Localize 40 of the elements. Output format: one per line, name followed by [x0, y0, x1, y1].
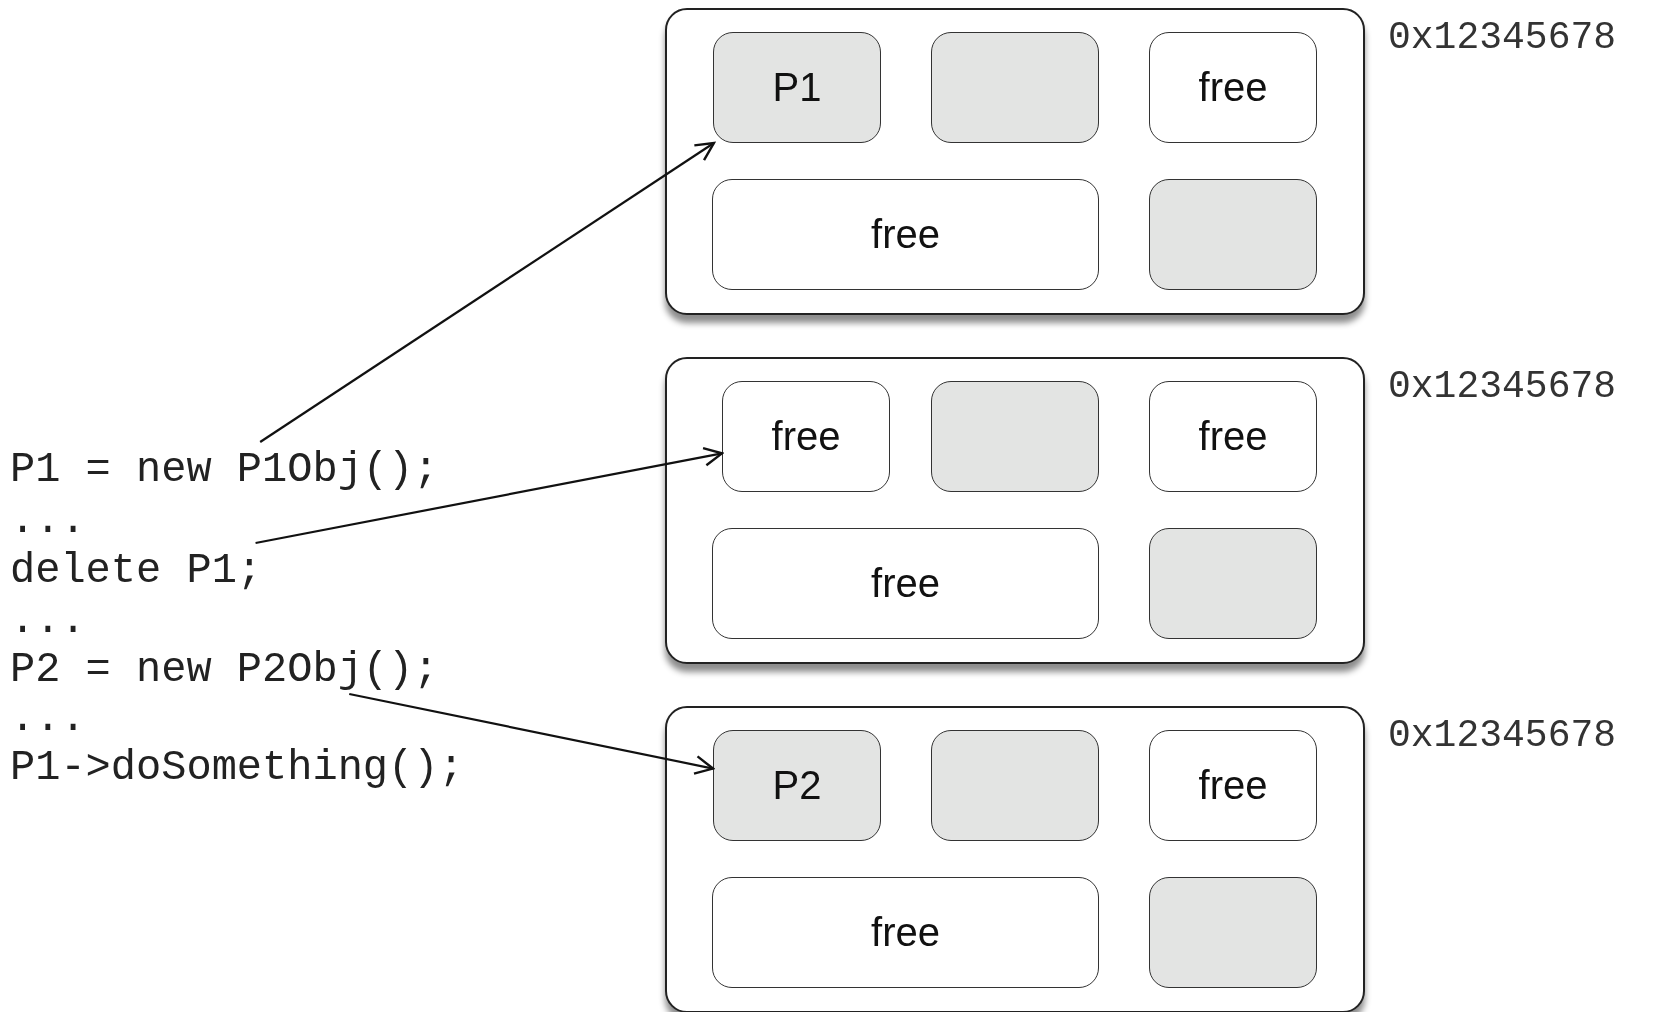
arrow	[349, 692, 715, 775]
memory-slot	[931, 381, 1099, 492]
code-line: P1 = new P1Obj();	[10, 446, 439, 494]
code-line: delete P1;	[10, 547, 263, 595]
address-label: 0x12345678	[1388, 714, 1617, 757]
slot-label: P1	[772, 65, 822, 110]
memory-slot	[712, 528, 1099, 639]
memory-slot	[1149, 32, 1317, 143]
memory-slot	[1149, 730, 1317, 841]
address-label: 0x12345678	[1388, 365, 1617, 408]
address-label: 0x12345678	[1388, 16, 1617, 59]
slot-label: free	[1198, 414, 1268, 459]
memory-block	[665, 357, 1365, 664]
memory-slot	[713, 32, 881, 143]
memory-block	[665, 706, 1365, 1012]
memory-slot	[931, 32, 1099, 143]
code-line: ...	[10, 597, 86, 645]
slot-label: free	[771, 414, 841, 459]
memory-slot	[1149, 381, 1317, 492]
memory-slot	[1149, 877, 1317, 988]
memory-block	[665, 8, 1365, 315]
code-line: P2 = new P2Obj();	[10, 646, 439, 694]
arrow	[255, 446, 724, 545]
code-line: P1->doSomething();	[10, 744, 464, 792]
code-line: ...	[10, 695, 86, 743]
slot-label: P2	[772, 763, 822, 808]
memory-slot	[931, 730, 1099, 841]
slot-label: free	[871, 212, 940, 257]
slot-label: free	[1198, 763, 1268, 808]
memory-slot	[1149, 528, 1317, 639]
code-line: ...	[10, 497, 86, 545]
memory-slot	[1149, 179, 1317, 290]
arrow	[259, 141, 716, 443]
slot-label: free	[871, 910, 940, 955]
memory-slot	[713, 730, 881, 841]
slot-label: free	[871, 561, 940, 606]
memory-slot	[712, 179, 1099, 290]
slot-label: free	[1198, 65, 1268, 110]
memory-slot	[712, 877, 1099, 988]
memory-slot	[722, 381, 890, 492]
